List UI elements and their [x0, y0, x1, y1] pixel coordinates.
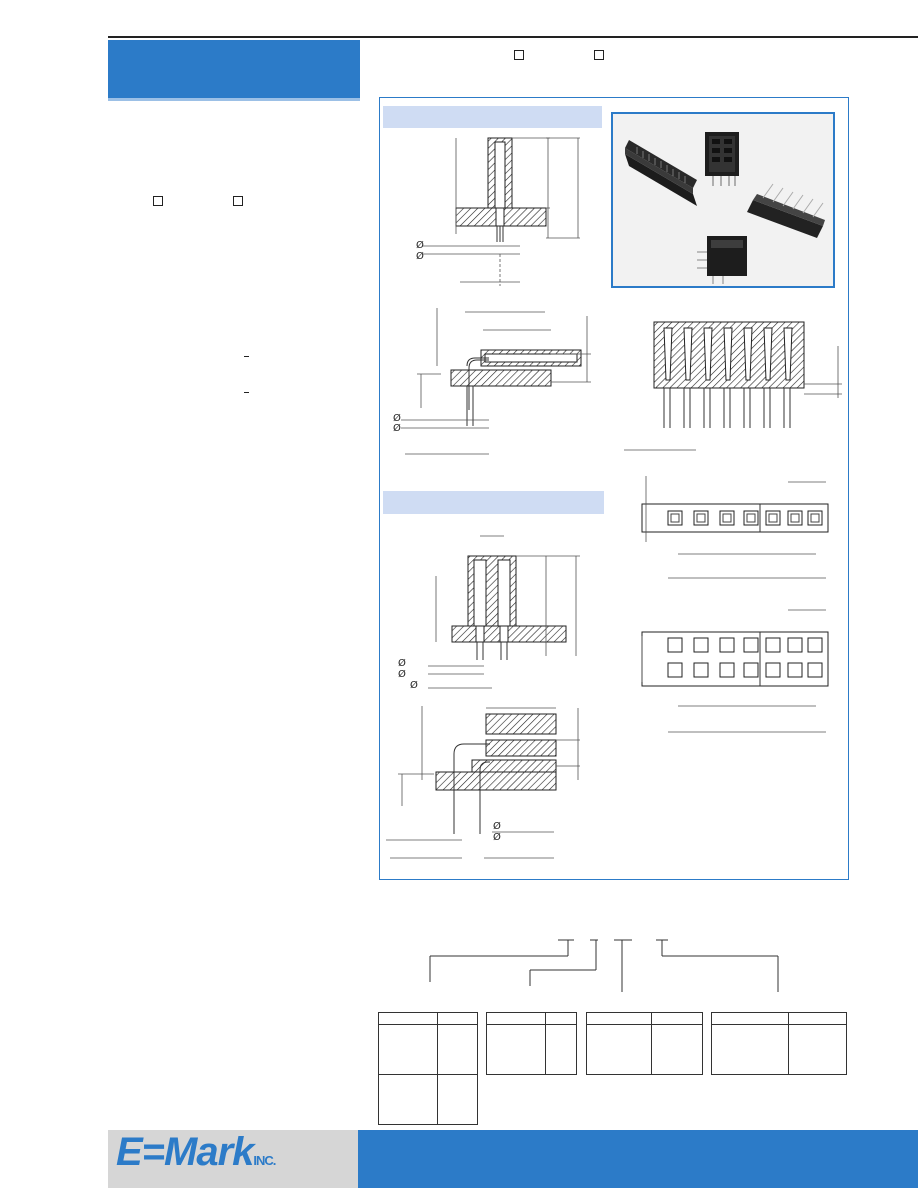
drawing-contact-section: [624, 321, 842, 451]
drawing-single-vertical: [422, 137, 580, 286]
company-logo: E=MarkINC.: [116, 1130, 276, 1183]
diameter-symbol: Ø: [393, 413, 401, 424]
drawing-double-right-angle: [386, 706, 580, 859]
option-table-1: [378, 1012, 478, 1125]
logo-wordmark: E=Mark: [116, 1130, 254, 1174]
diameter-symbol: Ø: [416, 251, 424, 262]
footer-bar: [358, 1130, 918, 1188]
section-band-single-row: [383, 106, 602, 128]
diameter-symbol: Ø: [393, 423, 401, 434]
checkbox-marker: [233, 196, 243, 206]
drawing-frame: [379, 97, 849, 880]
footer-logo-panel: [108, 1130, 358, 1188]
logo-suffix: INC.: [253, 1153, 276, 1168]
title-banner: [108, 40, 360, 100]
dash-marker: [244, 356, 249, 357]
product-photo: [611, 112, 835, 288]
diameter-symbol: Ø: [410, 680, 418, 691]
option-table-3: [586, 1012, 703, 1075]
option-table-2: [486, 1012, 577, 1075]
diameter-symbol: Ø: [416, 240, 424, 251]
part-number-leaders: [429, 939, 779, 992]
drawing-single-top-view: [641, 476, 829, 579]
diameter-symbol: Ø: [398, 669, 406, 680]
diameter-symbol: Ø: [493, 832, 501, 843]
connector-photo-illustration: [625, 132, 825, 284]
dash-marker: [244, 392, 249, 393]
drawing-double-top-view: [641, 609, 829, 733]
drawing-double-vertical: [428, 535, 580, 689]
diameter-symbol: Ø: [398, 658, 406, 669]
drawing-single-right-angle: [401, 308, 591, 455]
top-rule: [108, 36, 918, 38]
diameter-symbol: Ø: [493, 821, 501, 832]
option-table-4: [711, 1012, 847, 1075]
section-band-double-row: [383, 491, 604, 514]
checkbox-marker: [594, 50, 604, 60]
title-banner-shadow: [108, 98, 360, 101]
checkbox-marker: [514, 50, 524, 60]
checkbox-marker: [153, 196, 163, 206]
